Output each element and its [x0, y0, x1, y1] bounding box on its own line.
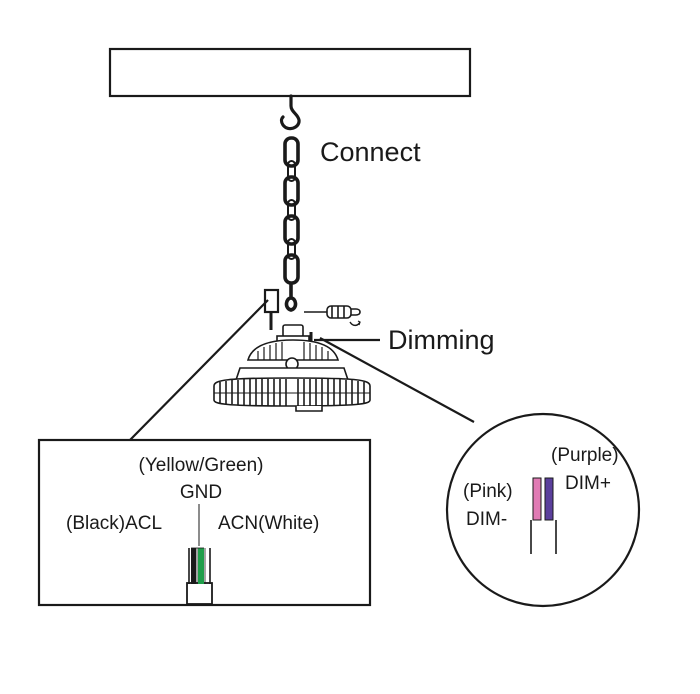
acl-label: (Black)ACL	[66, 513, 162, 534]
screwdriver-icon	[304, 305, 361, 327]
dim-minus-label: DIM-	[466, 509, 507, 530]
acn-label: ACN(White)	[218, 513, 319, 534]
pink-label: (Pink)	[463, 481, 513, 502]
hook-icon	[279, 94, 301, 131]
cable-icon	[186, 547, 213, 605]
ceiling-mount	[108, 47, 472, 98]
gnd-label: GND	[180, 482, 222, 503]
dimming-label: Dimming	[388, 325, 495, 355]
dimming-cable	[530, 477, 557, 554]
dimming-callout-circle	[445, 412, 641, 608]
chain-icon	[283, 136, 300, 312]
ac-wiring-box	[37, 438, 372, 607]
connect-label: Connect	[320, 137, 421, 167]
highbay-lamp-icon	[213, 288, 371, 412]
gnd-color-label: (Yellow/Green)	[139, 455, 264, 476]
purple-label: (Purple)	[551, 445, 619, 466]
dim-plus-label: DIM+	[565, 473, 611, 494]
callout-lines	[129, 299, 475, 441]
